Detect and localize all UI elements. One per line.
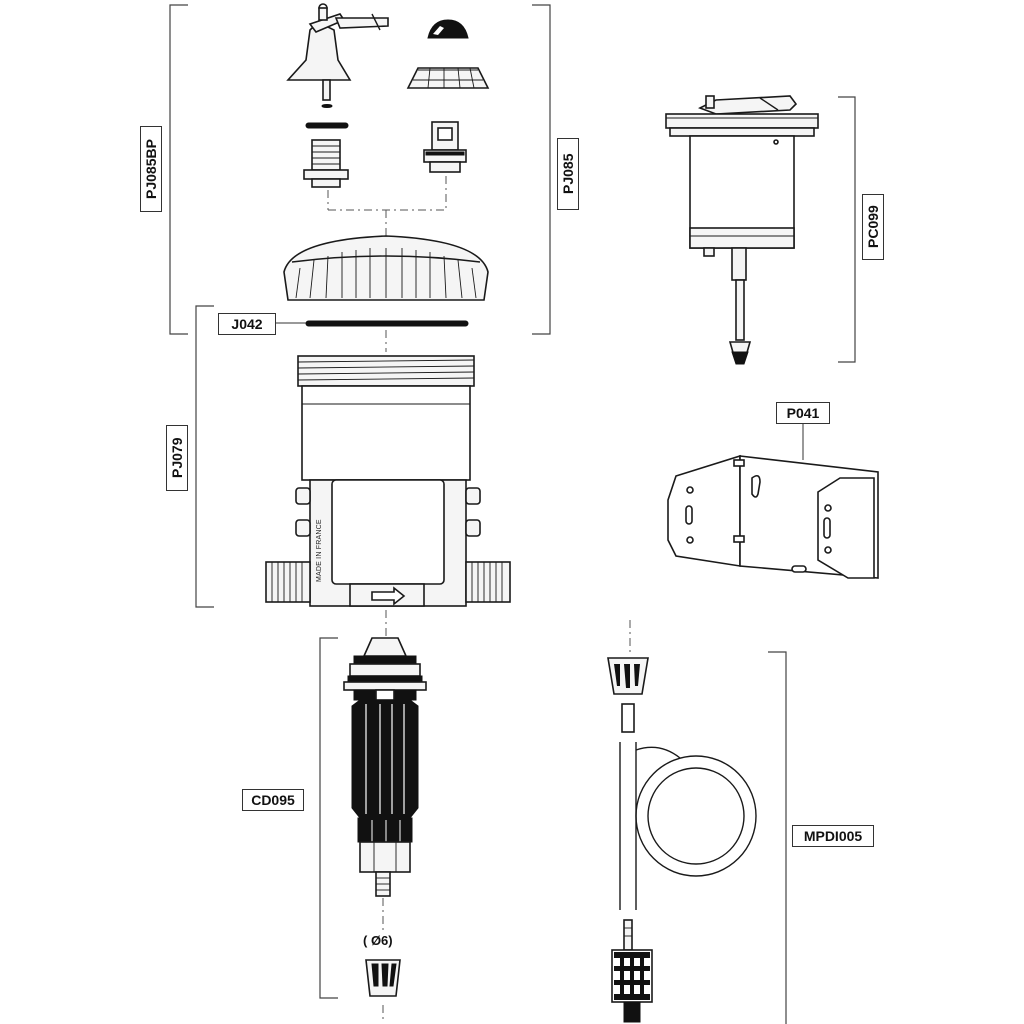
label-pj085: PJ085 <box>557 138 579 210</box>
label-pj079: PJ079 <box>166 425 188 491</box>
o-ring-small-left <box>305 122 349 129</box>
check-valve-left <box>303 139 349 188</box>
bracket-pj085bp <box>169 4 188 335</box>
o-ring-j042 <box>276 320 469 327</box>
strainer-cap-right <box>406 67 490 89</box>
bracket-pj085 <box>532 4 551 335</box>
dosing-part-cd095 <box>343 637 427 897</box>
right-arrow-icon <box>371 586 406 606</box>
pump-main-body <box>265 355 511 607</box>
made-in-france-text: MADE IN FRANCE <box>316 519 323 582</box>
bracket-mpdi005 <box>768 651 787 1024</box>
motor-piston-pc099 <box>665 95 819 365</box>
label-pc099: PC099 <box>862 194 884 260</box>
label-j042: J042 <box>218 313 276 335</box>
suction-kit-mpdi005 <box>607 657 757 1023</box>
hose-nut-bottom <box>365 959 401 997</box>
check-valve-right <box>423 121 467 173</box>
label-diameter: ( Ø6) <box>363 933 393 948</box>
label-p041: P041 <box>776 402 830 424</box>
cap-dome-right <box>427 19 469 39</box>
bracket-pj079 <box>195 305 214 608</box>
label-pj085bp: PJ085BP <box>140 126 162 212</box>
bracket-cd095 <box>319 637 338 999</box>
bracket-pc099 <box>838 96 856 363</box>
axis-lines <box>327 176 631 1022</box>
label-cd095: CD095 <box>242 789 304 811</box>
wall-bracket-p041 <box>667 424 879 579</box>
label-mpdi005: MPDI005 <box>792 825 874 847</box>
union-nut <box>283 235 489 301</box>
injection-valve-bypass <box>286 3 389 108</box>
